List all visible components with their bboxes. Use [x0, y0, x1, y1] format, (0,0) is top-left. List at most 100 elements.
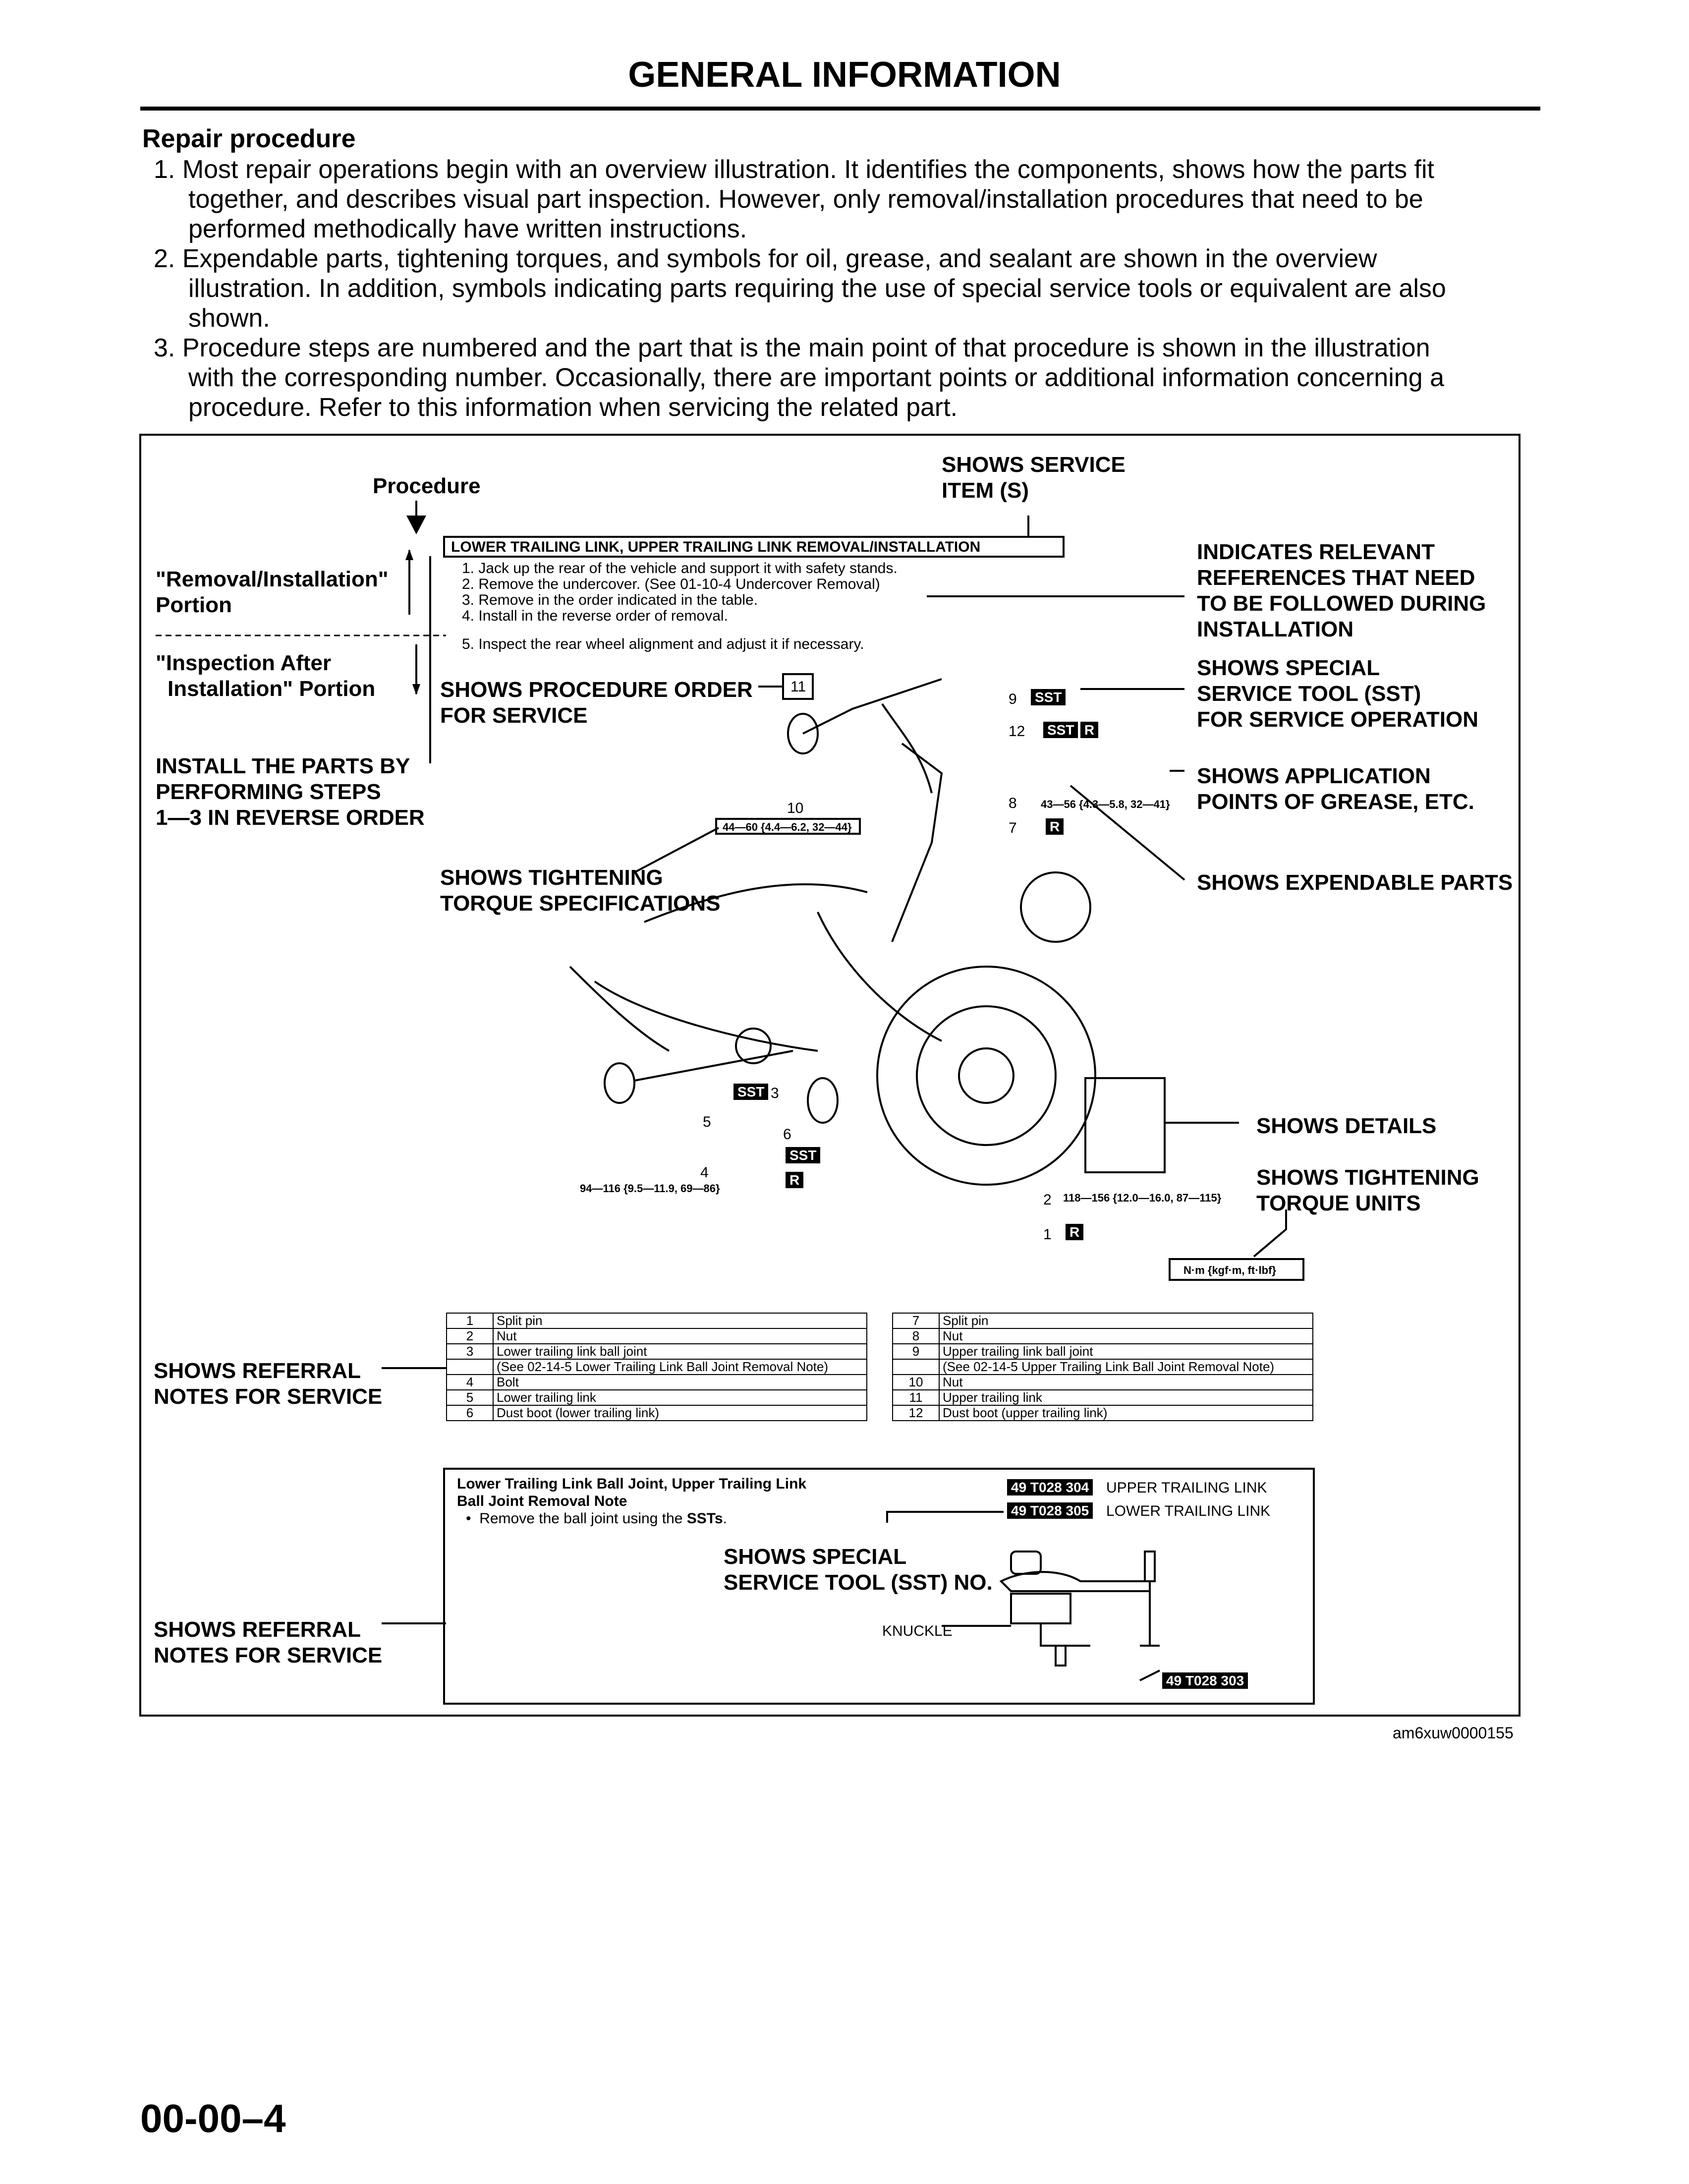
- diagram-frame: [139, 434, 1520, 1717]
- paragraph-1-line-3: performed methodically have written inst…: [188, 215, 747, 243]
- callout-11: 11: [790, 679, 806, 695]
- label-tightening-spec-1: SHOWS TIGHTENING: [440, 865, 663, 890]
- label-tightening-spec-2: TORQUE SPECIFICATIONS: [440, 891, 721, 916]
- paragraph-3-line-3: procedure. Refer to this information whe…: [188, 393, 958, 422]
- r-badge-7: R: [1046, 818, 1064, 835]
- label-torque-units-1: SHOWS TIGHTENING: [1256, 1165, 1479, 1190]
- label-relevant-refs-3: TO BE FOLLOWED DURING: [1197, 591, 1486, 616]
- label-relevant-refs-4: INSTALLATION: [1197, 617, 1354, 641]
- label-shows-service-item-2: ITEM (S): [942, 478, 1029, 503]
- label-sst-2: SERVICE TOOL (SST): [1197, 682, 1421, 706]
- r-badge-6: R: [786, 1172, 804, 1188]
- label-install-reverse-1: INSTALL THE PARTS BY: [156, 754, 410, 778]
- torque-spec-10: 44—60 {4.4—6.2, 32—44}: [723, 821, 852, 833]
- note-title-2: Ball Joint Removal Note: [457, 1493, 627, 1509]
- label-sst-1: SHOWS SPECIAL: [1197, 656, 1380, 680]
- paragraph-2-line-3: shown.: [188, 304, 270, 333]
- label-removal-installation-2: Portion: [156, 593, 232, 617]
- label-procedure: Procedure: [373, 474, 481, 498]
- paragraph-2-line-2: illustration. In addition, symbols indic…: [188, 274, 1446, 303]
- label-procedure-order-1: SHOWS PROCEDURE ORDER: [440, 678, 753, 702]
- sst-badge-6: SST: [786, 1147, 821, 1163]
- callout-7: 7: [1009, 820, 1017, 836]
- torque-spec-8: 43—56 {4.3—5.8, 32—41}: [1041, 798, 1170, 810]
- procedure-step-5: 5. Inspect the rear wheel alignment and …: [462, 636, 864, 652]
- label-torque-units-2: TORQUE UNITS: [1256, 1191, 1421, 1215]
- callout-12: 12: [1009, 723, 1025, 740]
- procedure-step-3: 3. Remove in the order indicated in the …: [462, 592, 758, 608]
- procedure-step-1: 1. Jack up the rear of the vehicle and s…: [462, 560, 898, 576]
- sst-badge-3: SST: [733, 1084, 769, 1100]
- table-row: (See 02-14-5 Upper Trailing Link Ball Jo…: [892, 1359, 1313, 1375]
- callout-10: 10: [787, 800, 804, 816]
- callout-8: 8: [1009, 795, 1017, 811]
- sst-badge-9: SST: [1031, 689, 1066, 705]
- reference-code: am6xuw0000155: [1393, 1724, 1514, 1742]
- sst-label-lower: LOWER TRAILING LINK: [1106, 1503, 1271, 1519]
- callout-3: 3: [771, 1085, 779, 1101]
- sst-badge-12: SST R: [1043, 722, 1099, 738]
- sst-code-bottom: 49 T028 303: [1162, 1672, 1248, 1689]
- label-sst-no-2: SERVICE TOOL (SST) NO.: [724, 1570, 993, 1595]
- torque-units-box: N·m {kgf·m, ft·lbf}: [1183, 1264, 1276, 1276]
- label-relevant-refs-2: REFERENCES THAT NEED: [1197, 566, 1475, 590]
- label-referral-1a: SHOWS REFERRAL: [154, 1359, 361, 1383]
- label-procedure-order-2: FOR SERVICE: [440, 703, 588, 728]
- note-title-1: Lower Trailing Link Ball Joint, Upper Tr…: [457, 1476, 807, 1492]
- label-relevant-refs-1: INDICATES RELEVANT: [1197, 540, 1435, 564]
- label-sst-no-1: SHOWS SPECIAL: [724, 1545, 907, 1569]
- paragraph-3-line-1: 3. Procedure steps are numbered and the …: [154, 334, 1430, 362]
- callout-6: 6: [783, 1126, 791, 1143]
- section-heading: Repair procedure: [142, 124, 356, 153]
- label-removal-installation-1: "Removal/Installation": [156, 567, 389, 591]
- page-number: 00-00–4: [140, 2096, 286, 2140]
- knuckle-label: KNUCKLE: [882, 1623, 953, 1639]
- callout-9: 9: [1009, 691, 1017, 707]
- header-rule: [140, 107, 1540, 111]
- torque-spec-4: 94—116 {9.5—11.9, 69—86}: [580, 1182, 720, 1195]
- callout-2: 2: [1043, 1192, 1052, 1208]
- table-row: (See 02-14-5 Lower Trailing Link Ball Jo…: [446, 1359, 867, 1375]
- label-inspection-after-1: "Inspection After: [156, 651, 332, 675]
- callout-1: 1: [1043, 1226, 1052, 1243]
- page-title: GENERAL INFORMATION: [628, 55, 1061, 95]
- label-install-reverse-2: PERFORMING STEPS: [156, 780, 381, 804]
- sst-label-upper: UPPER TRAILING LINK: [1106, 1480, 1267, 1496]
- paragraph-3-line-2: with the corresponding number. Occasiona…: [188, 363, 1444, 392]
- callout-4: 4: [700, 1164, 709, 1181]
- label-inspection-after-2: Installation" Portion: [168, 677, 376, 701]
- label-grease-2: POINTS OF GREASE, ETC.: [1197, 790, 1474, 814]
- paragraph-1-line-1: 1. Most repair operations begin with an …: [154, 155, 1434, 184]
- procedure-step-4: 4. Install in the reverse order of remov…: [462, 608, 728, 624]
- sst-code-lower: 49 T028 305: [1007, 1502, 1093, 1519]
- label-sst-3: FOR SERVICE OPERATION: [1197, 707, 1479, 732]
- label-grease-1: SHOWS APPLICATION: [1197, 764, 1431, 788]
- label-details: SHOWS DETAILS: [1256, 1114, 1437, 1138]
- label-referral-2a: SHOWS REFERRAL: [154, 1617, 361, 1642]
- label-referral-1b: NOTES FOR SERVICE: [154, 1384, 383, 1409]
- label-expendable: SHOWS EXPENDABLE PARTS: [1197, 870, 1513, 895]
- label-shows-service-item-1: SHOWS SERVICE: [942, 453, 1126, 477]
- callout-5: 5: [703, 1114, 711, 1130]
- sst-code-upper: 49 T028 304: [1007, 1479, 1093, 1495]
- procedure-step-2: 2. Remove the undercover. (See 01-10-4 U…: [462, 576, 880, 592]
- ball-joint-puller-sketch: [942, 1551, 1160, 1681]
- paragraph-1-line-2: together, and describes visual part insp…: [188, 185, 1423, 214]
- procedure-title: LOWER TRAILING LINK, UPPER TRAILING LINK…: [451, 539, 981, 555]
- torque-spec-2: 118—156 {12.0—16.0, 87—115}: [1063, 1192, 1222, 1204]
